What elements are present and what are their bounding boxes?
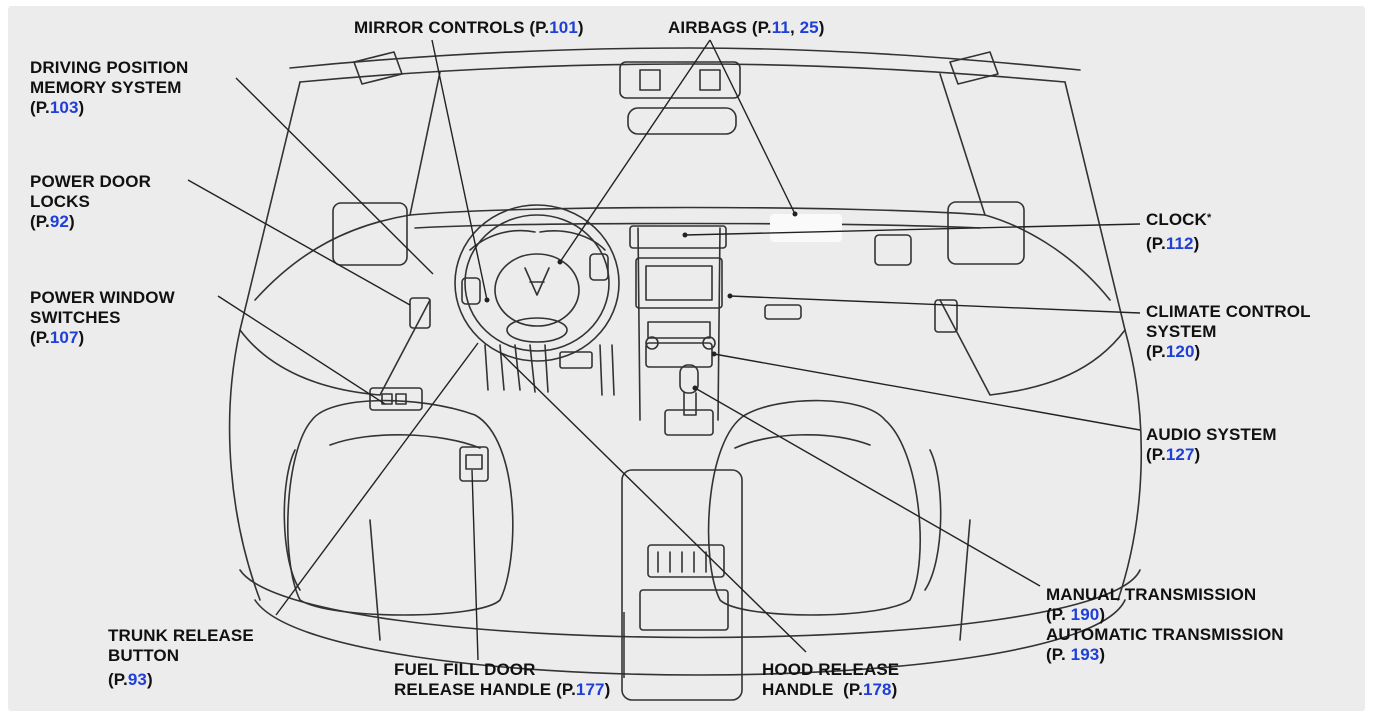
label-power-window-switches: POWER WINDOW SWITCHES (P.107) — [30, 288, 175, 347]
steering-wheel — [454, 204, 620, 362]
label-power-door-locks-line1: POWER DOOR — [30, 172, 151, 191]
leader-audio — [713, 353, 1141, 431]
clock-display — [770, 214, 842, 242]
label-airbags-title: AIRBAGS — [668, 18, 748, 37]
driver-seat — [287, 399, 514, 616]
page-link-120[interactable]: 120 — [1165, 342, 1195, 361]
page-link-92[interactable]: 92 — [49, 212, 69, 231]
label-fuel-fill-door: FUEL FILL DOOR RELEASE HANDLE (P.177) — [394, 660, 611, 699]
label-trunk-release-line2: BUTTON — [108, 646, 180, 665]
center-console — [621, 469, 743, 701]
leader-trunk-release — [275, 342, 479, 616]
page-link-25[interactable]: 25 — [799, 18, 819, 37]
page-link-193[interactable]: 193 — [1070, 645, 1100, 664]
label-climate-control-line2: SYSTEM — [1146, 322, 1217, 341]
leader-lines — [187, 39, 1141, 678]
page-link-101[interactable]: 101 — [549, 18, 578, 37]
dashboard-top — [409, 206, 986, 216]
label-hood-release-line1: HOOD RELEASE — [762, 660, 900, 679]
page-link-127[interactable]: 127 — [1165, 445, 1195, 464]
page-link-103[interactable]: 103 — [49, 98, 79, 117]
label-power-window-line2: SWITCHES — [30, 308, 121, 327]
label-audio-system-title: AUDIO SYSTEM — [1146, 425, 1277, 444]
label-automatic-transmission: AUTOMATIC TRANSMISSION — [1046, 625, 1284, 644]
label-manual-transmission: MANUAL TRANSMISSION — [1046, 585, 1257, 604]
label-fuel-fill-line1: FUEL FILL DOOR — [394, 660, 536, 679]
leader-airbags-2 — [709, 39, 796, 215]
label-hood-release-line2: HANDLE — [762, 680, 834, 699]
rear-vents — [647, 544, 725, 578]
right-side-mirror — [947, 201, 1025, 265]
leader-fuel-fill — [471, 469, 479, 661]
leader-clock — [684, 223, 1141, 236]
rear-seat — [239, 569, 1141, 639]
leader-airbags-1 — [559, 39, 711, 263]
label-climate-control: CLIMATE CONTROL SYSTEM (P.120) — [1146, 302, 1311, 361]
fuel-fill-handle — [459, 446, 489, 482]
leader-climate — [729, 295, 1141, 314]
leader-mirror-controls — [431, 39, 488, 301]
label-trunk-release: TRUNK RELEASE BUTTON (P.93) — [108, 626, 254, 689]
page-link-190[interactable]: 190 — [1070, 605, 1100, 624]
label-airbags: AIRBAGS (P.11, 25) — [668, 18, 825, 37]
label-clock: CLOCK* (P.112) — [1146, 210, 1212, 253]
label-mirror-controls: MIRROR CONTROLS (P.101) — [354, 18, 584, 37]
label-clock-title: CLOCK — [1146, 210, 1207, 229]
label-power-window-line1: POWER WINDOW — [30, 288, 175, 307]
climate-panel — [647, 321, 711, 339]
rearview-mirror — [627, 107, 737, 135]
page-link-112[interactable]: 112 — [1165, 234, 1194, 253]
left-side-mirror — [332, 202, 408, 266]
label-power-door-locks-line2: LOCKS — [30, 192, 90, 211]
leader-driving-position — [235, 77, 434, 275]
leader-power-door-locks — [187, 179, 411, 306]
page-link-11[interactable]: 11 — [771, 18, 790, 37]
label-fuel-fill-line2: RELEASE HANDLE — [394, 680, 552, 699]
label-mirror-controls-title: MIRROR CONTROLS — [354, 18, 525, 37]
label-audio-system: AUDIO SYSTEM (P.127) — [1146, 425, 1277, 464]
gear-shifter — [679, 364, 699, 394]
page-link-178[interactable]: 178 — [862, 680, 892, 699]
page-link-93[interactable]: 93 — [127, 670, 147, 689]
navigation-display — [635, 257, 723, 309]
label-climate-control-line1: CLIMATE CONTROL — [1146, 302, 1311, 321]
passenger-seat — [707, 399, 921, 616]
page-link-177[interactable]: 177 — [575, 680, 605, 699]
leader-hood-release — [499, 351, 807, 653]
label-driving-position-line2: MEMORY SYSTEM — [30, 78, 182, 97]
window-switch-block — [369, 387, 423, 411]
label-driving-position: DRIVING POSITION MEMORY SYSTEM (P.103) — [30, 58, 189, 117]
left-door — [239, 299, 431, 396]
page-link-107[interactable]: 107 — [49, 328, 79, 347]
label-trunk-release-line1: TRUNK RELEASE — [108, 626, 254, 645]
leader-power-window — [217, 295, 386, 405]
label-power-door-locks: POWER DOOR LOCKS (P.92) — [30, 172, 151, 231]
label-transmission: MANUAL TRANSMISSION (P. 190) AUTOMATIC T… — [1046, 585, 1284, 664]
center-stack-top — [629, 225, 727, 249]
leader-transmission — [694, 387, 1041, 587]
right-door — [939, 299, 1126, 396]
label-hood-release: HOOD RELEASE HANDLE (P.178) — [762, 660, 900, 699]
asterisk-mark: * — [1206, 212, 1212, 224]
label-driving-position-line1: DRIVING POSITION — [30, 58, 189, 77]
